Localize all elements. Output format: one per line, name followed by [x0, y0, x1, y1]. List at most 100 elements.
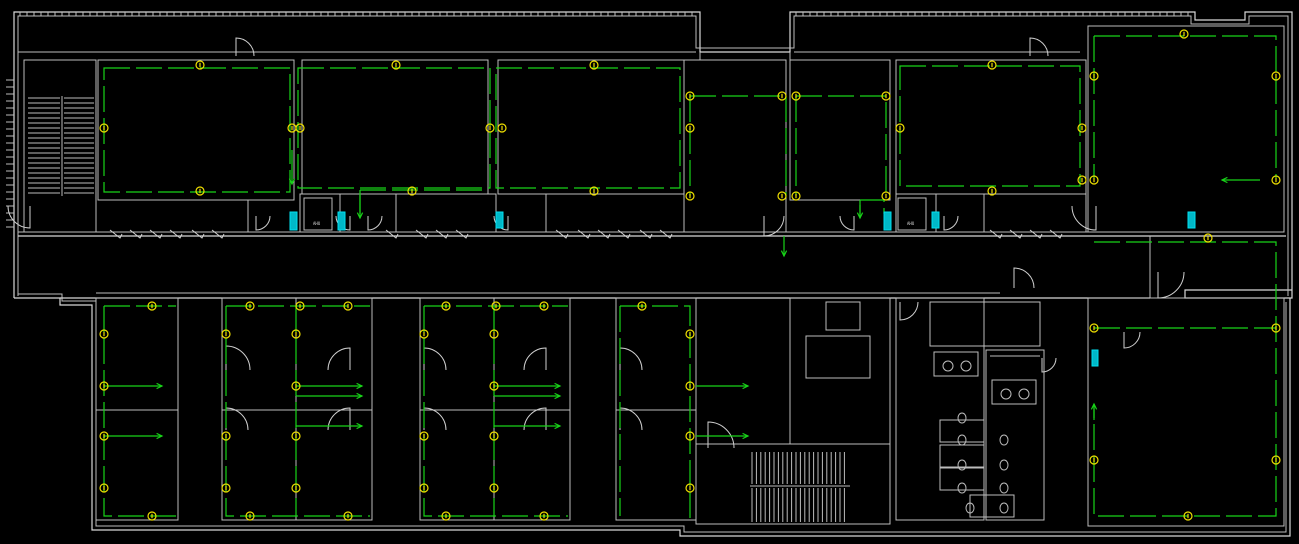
lighting-circuits	[103, 35, 1277, 518]
ceiling-device-icon	[1089, 455, 1099, 465]
ceiling-device-icon	[791, 191, 801, 201]
window-bay-icon	[597, 229, 611, 239]
door-swing-icon	[327, 407, 351, 431]
panel-board-icon	[931, 211, 940, 229]
ceiling-device-icon	[1077, 123, 1087, 133]
circuit-run	[103, 67, 291, 193]
ceiling-device-icon	[147, 511, 157, 521]
ceiling-device-icon	[1271, 455, 1281, 465]
window-bay-icon	[169, 229, 183, 239]
circuit-arrow-icon	[554, 422, 562, 430]
toilet-icon	[957, 459, 967, 471]
ceiling-device-icon	[1203, 233, 1213, 243]
sink-icon	[942, 360, 954, 372]
door-swing-icon	[523, 407, 547, 431]
door-swing-icon	[943, 215, 959, 231]
ceiling-device-icon	[1271, 71, 1281, 81]
ceiling-device-icon	[685, 381, 695, 391]
ceiling-device-icon	[489, 381, 499, 391]
window-bay-icon	[191, 229, 205, 239]
toilet-icon	[957, 412, 967, 424]
window-bay-icon	[989, 229, 1003, 239]
ceiling-device-icon	[407, 186, 417, 196]
window-bay-icon	[659, 229, 673, 239]
ceiling-device-icon	[1089, 71, 1099, 81]
door-swing-icon	[423, 347, 447, 371]
ceiling-device-icon	[221, 431, 231, 441]
ceiling-device-icon	[343, 511, 353, 521]
ceiling-device-icon	[685, 483, 695, 493]
toilet-icon	[999, 502, 1009, 514]
circuit-run	[1093, 35, 1277, 178]
ceiling-device-icon	[441, 511, 451, 521]
door-swing-icon	[1029, 37, 1049, 57]
ceiling-device-icon	[99, 381, 109, 391]
ahu-tag: AHU	[313, 221, 321, 226]
ceiling-device-icon	[539, 301, 549, 311]
window-bay-icon	[149, 229, 163, 239]
door-swing-icon	[1041, 357, 1057, 373]
ceiling-device-icon	[1179, 29, 1189, 39]
door-swing-icon	[327, 347, 351, 371]
toilet-stall	[939, 467, 985, 491]
circuit-arrow-icon	[554, 382, 562, 390]
ceiling-device-icon	[147, 301, 157, 311]
circuit-arrow-icon	[156, 432, 164, 440]
door-swing-icon	[423, 407, 447, 431]
circuit-run	[1093, 241, 1277, 517]
door-swing-icon	[1071, 205, 1097, 231]
circuit-arrow-icon	[856, 212, 864, 220]
circuit-run	[297, 67, 491, 189]
circuit-run	[495, 67, 681, 189]
circuit-arrow-icon	[1220, 176, 1228, 184]
ceiling-device-icon	[291, 329, 301, 339]
corridor-walls	[18, 51, 1286, 299]
window-bay-icon	[129, 229, 143, 239]
door-swing-icon	[7, 205, 31, 229]
window-bay-icon	[415, 229, 429, 239]
ceiling-device-icon	[221, 483, 231, 493]
door-swing-icon	[235, 37, 255, 57]
ceiling-device-icon	[245, 301, 255, 311]
door-swing-icon	[225, 345, 251, 371]
ceiling-device-icon	[589, 186, 599, 196]
ceiling-device-icon	[441, 301, 451, 311]
window-bay-icon	[555, 229, 569, 239]
window-bay-icon	[435, 229, 449, 239]
circuit-arrow-icon	[356, 392, 364, 400]
ceiling-device-icon	[245, 511, 255, 521]
north-rooms	[23, 25, 1285, 233]
ceiling-device-icon	[343, 301, 353, 311]
toilet-icon	[999, 459, 1009, 471]
door-swing-icon	[367, 215, 383, 231]
window-bay-icon	[109, 229, 123, 239]
ceiling-device-icon	[419, 329, 429, 339]
ceiling-devices	[99, 29, 1281, 521]
ceiling-device-icon	[791, 91, 801, 101]
ceiling-device-icon	[881, 191, 891, 201]
door-swing-icon	[619, 407, 643, 431]
ceiling-device-icon	[221, 329, 231, 339]
circuit-run	[899, 65, 1081, 187]
ceiling-device-icon	[895, 123, 905, 133]
circuit-run	[689, 95, 787, 196]
ceiling-device-icon	[1183, 511, 1193, 521]
toilet-icon	[957, 434, 967, 446]
sink-icon	[960, 360, 972, 372]
toilet-icon	[999, 482, 1009, 494]
door-swings	[7, 37, 1185, 449]
panel-board-icon	[883, 211, 892, 231]
restroom-fixtures	[933, 351, 1040, 518]
south-rooms	[95, 236, 1285, 527]
circuit-run	[859, 199, 885, 216]
panel-board-icon	[1091, 349, 1099, 367]
ceiling-device-icon	[777, 191, 787, 201]
door-swing-icon	[1123, 331, 1141, 349]
ceiling-device-icon	[491, 301, 501, 311]
ceiling-device-icon	[419, 431, 429, 441]
toilet-icon	[999, 434, 1009, 446]
ceiling-device-icon	[1089, 323, 1099, 333]
ceiling-device-icon	[685, 191, 695, 201]
panel-board-icon	[495, 211, 504, 229]
